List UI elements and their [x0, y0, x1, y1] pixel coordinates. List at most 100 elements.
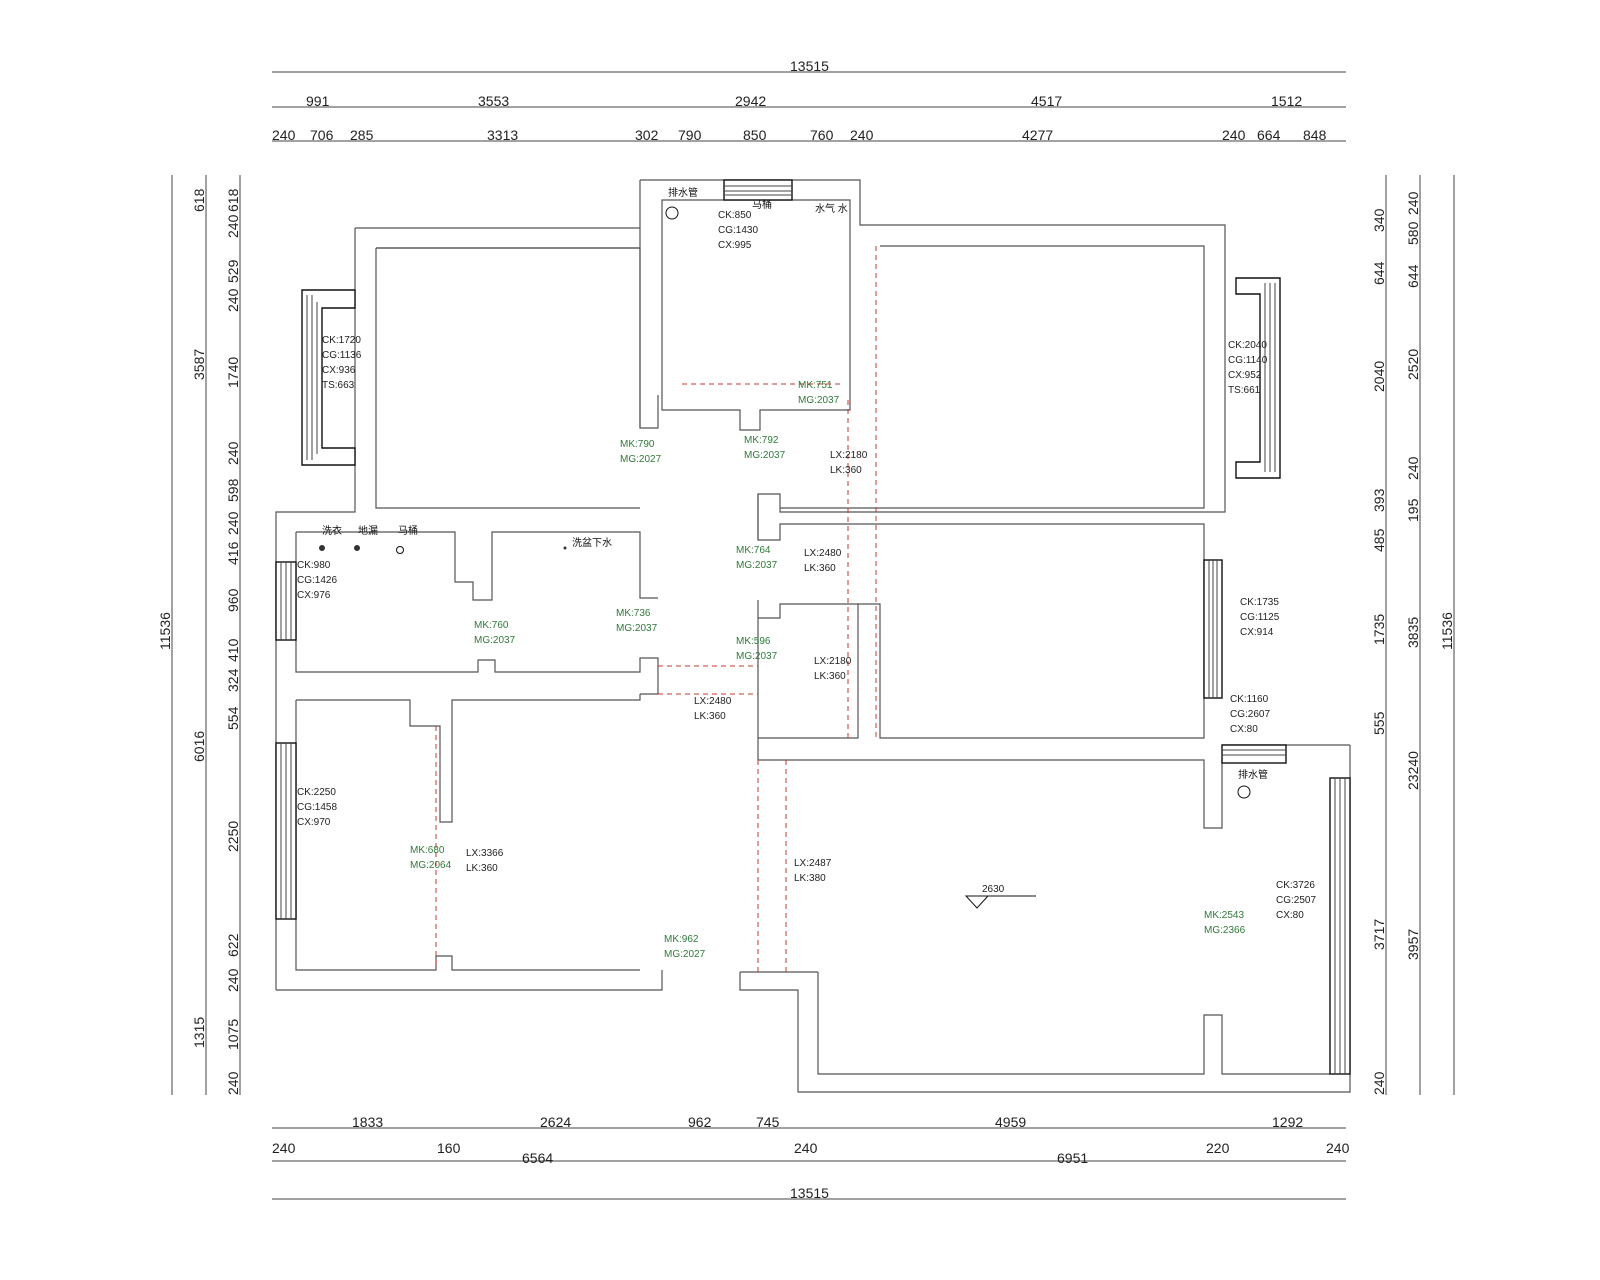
right-dim: 240	[1405, 456, 1421, 480]
windows	[275, 179, 1351, 1075]
door-spec: MG:2064	[410, 860, 452, 871]
right-dim: 580	[1405, 221, 1421, 245]
left-dim: 410	[225, 638, 241, 662]
window-spec: CG:2507	[1276, 895, 1316, 906]
left-dim: 240	[225, 214, 241, 238]
right-dim: 485	[1371, 528, 1387, 552]
top-dim: 302	[635, 127, 659, 143]
door-spec: MG:2027	[620, 454, 662, 465]
door-spec: MG:2027	[664, 949, 706, 960]
window-spec: CX:970	[297, 817, 331, 828]
right-dim: 240	[1371, 1071, 1387, 1095]
top-dim: 850	[743, 127, 767, 143]
sink-drain-label: 洗盆下水	[572, 536, 612, 549]
door-spec: MK:790	[620, 439, 655, 450]
top-dim: 3313	[487, 127, 518, 143]
window-spec: CX:952	[1228, 370, 1262, 381]
door-spec: MG:2037	[744, 450, 786, 461]
window-left-bay	[301, 289, 356, 466]
bottom-dim: 6564	[522, 1150, 553, 1166]
window-spec: CK:980	[297, 560, 331, 571]
right-dim: 3717	[1371, 919, 1387, 950]
door-spec: MG:2037	[616, 623, 658, 634]
window-spec: TS:663	[322, 380, 355, 391]
left-dim: 598	[225, 478, 241, 502]
door-spec: MK:596	[736, 636, 771, 647]
window-spec: TS:661	[1228, 385, 1261, 396]
left-dimensions: 11536 618 3587 6016 1315 240 618 240 529…	[157, 175, 241, 1095]
left-dim: 3587	[191, 349, 207, 380]
beam-spec: LK:360	[814, 671, 846, 682]
left-dim: 240	[225, 968, 241, 992]
window-spec: CX:995	[718, 240, 752, 251]
window-spec: CG:1140	[1228, 355, 1268, 366]
bottom-dim: 160	[437, 1140, 461, 1156]
beam-spec: LK:380	[794, 873, 826, 884]
beam-spec: LX:2487	[794, 858, 832, 869]
bottom-dim: 6951	[1057, 1150, 1088, 1166]
floor-drain-label: 地漏	[358, 524, 378, 537]
door-spec: MG:2037	[736, 651, 778, 662]
window-spec: CK:3726	[1276, 880, 1315, 891]
door-spec: MK:760	[474, 620, 509, 631]
right-dim: 2520	[1405, 349, 1421, 380]
right-dim: 195	[1405, 498, 1421, 522]
bottom-dim: 220	[1206, 1140, 1230, 1156]
left-dim: 240	[225, 511, 241, 535]
window-spec: CK:1160	[1230, 694, 1269, 705]
window-right-bay	[1235, 277, 1281, 479]
top-dim: 240	[1222, 127, 1246, 143]
beam-spec: LX:2480	[694, 696, 732, 707]
top-dim: 706	[310, 127, 334, 143]
top-dim: 1512	[1271, 93, 1302, 109]
left-dim: 6016	[191, 731, 207, 762]
toilet-label: 马桶	[752, 198, 772, 211]
window-spec: CX:914	[1240, 627, 1274, 638]
top-dim: 3553	[478, 93, 509, 109]
left-dim: 2250	[225, 821, 241, 852]
window-spec: CG:1426	[297, 575, 337, 586]
toilet-label: 马桶	[398, 524, 418, 537]
window-spec: CK:2250	[297, 787, 336, 798]
door-spec: MK:736	[616, 608, 651, 619]
beam-spec: LK:360	[466, 863, 498, 874]
window-balcony-top	[1221, 744, 1287, 764]
window-spec: CK:2040	[1228, 340, 1267, 351]
right-dim: 23240	[1405, 751, 1421, 790]
door-spec: MG:2366	[1204, 925, 1246, 936]
washer-label: 洗衣	[322, 524, 342, 537]
door-spec: MG:2037	[736, 560, 778, 571]
bottom-dim: 2624	[540, 1114, 571, 1130]
floor-drain-icon	[354, 545, 360, 551]
window-spec: CG:1136	[322, 350, 362, 361]
door-spec: MK:680	[410, 845, 445, 856]
fixtures: 排水管 马桶 水气 水 洗衣 地漏 马桶 洗盆下水 排水管	[319, 186, 1268, 799]
right-dim: 240	[1405, 191, 1421, 215]
drain-pipe-label: 排水管	[1238, 768, 1268, 781]
water-label: 水气 水	[815, 202, 848, 215]
door-spec: MG:2037	[798, 395, 840, 406]
left-total-dim: 11536	[157, 612, 173, 650]
bottom-dim: 4959	[995, 1114, 1026, 1130]
window-spec: CX:80	[1230, 724, 1258, 735]
drain-pipe-label: 排水管	[668, 186, 698, 199]
toilet-drain-icon	[396, 546, 404, 554]
window-spec: CK:850	[718, 210, 752, 221]
left-dim: 1075	[225, 1019, 241, 1050]
drain-pipe-icon	[1237, 785, 1251, 799]
bottom-dim: 1292	[1272, 1114, 1303, 1130]
right-dim: 555	[1371, 711, 1387, 735]
left-dim: 1315	[191, 1017, 207, 1048]
left-dim: 240	[225, 288, 241, 312]
window-spec: CX:936	[322, 365, 356, 376]
elevation-marker-icon	[964, 895, 1036, 909]
right-dimensions: 340 644 2040 393 485 1735 555 3717 240 2…	[1371, 175, 1455, 1095]
bottom-dim: 240	[794, 1140, 818, 1156]
window-spec: CK:1720	[322, 335, 361, 346]
bottom-dimensions: 1833 2624 962 745 4959 1292 240 160 6564…	[272, 1114, 1350, 1201]
right-dim: 3957	[1405, 929, 1421, 960]
top-dim: 664	[1257, 127, 1281, 143]
window-spec: CG:2607	[1230, 709, 1270, 720]
window-spec: CG:1430	[718, 225, 758, 236]
